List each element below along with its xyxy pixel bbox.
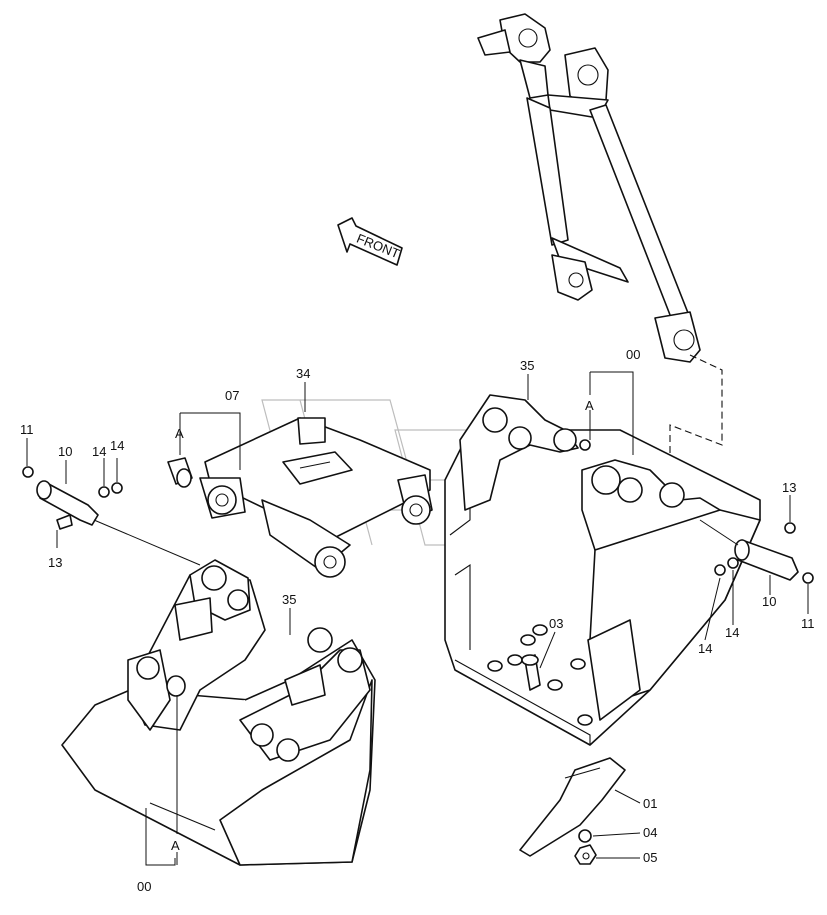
arm-linkage [477, 13, 723, 500]
callout-35-top: 35 [520, 358, 534, 373]
left-bucket [61, 559, 376, 866]
callout-01: 01 [643, 796, 657, 811]
front-direction-arrow: FRONT [337, 217, 403, 266]
callout-00-top: 00 [626, 347, 640, 362]
callout-10-left: 10 [58, 444, 72, 459]
callout-11-left: 11 [20, 422, 34, 437]
callout-14-right-b: 14 [725, 625, 739, 640]
callout-03: 03 [549, 616, 563, 631]
quick-coupler [199, 417, 433, 578]
right-pin-set [714, 522, 814, 584]
bushing-a [167, 457, 193, 488]
callout-a-07: A [175, 426, 184, 441]
right-bucket [444, 394, 761, 746]
leader-lines [26, 371, 809, 866]
callout-34: 34 [296, 366, 310, 381]
callout-04: 04 [643, 825, 657, 840]
callout-a-00: A [585, 398, 594, 413]
callout-14-right-a: 14 [698, 641, 712, 656]
callout-a-bottom: A [171, 838, 180, 853]
callout-35-left: 35 [282, 592, 296, 607]
callout-labels: 34 07 A 35 00 A 11 10 14 14 13 35 A 00 1… [20, 347, 815, 894]
bucket-tooth-set [519, 757, 626, 865]
callout-14-left-a: 14 [92, 444, 106, 459]
callout-00-bottom: 00 [137, 879, 151, 894]
left-pin-set [22, 466, 123, 530]
callout-13-right: 13 [782, 480, 796, 495]
callout-07: 07 [225, 388, 239, 403]
callout-11-right: 11 [801, 616, 815, 631]
callout-14-left-b: 14 [110, 438, 124, 453]
callout-10-right: 10 [762, 594, 776, 609]
callout-13-left: 13 [48, 555, 62, 570]
callout-05: 05 [643, 850, 657, 865]
